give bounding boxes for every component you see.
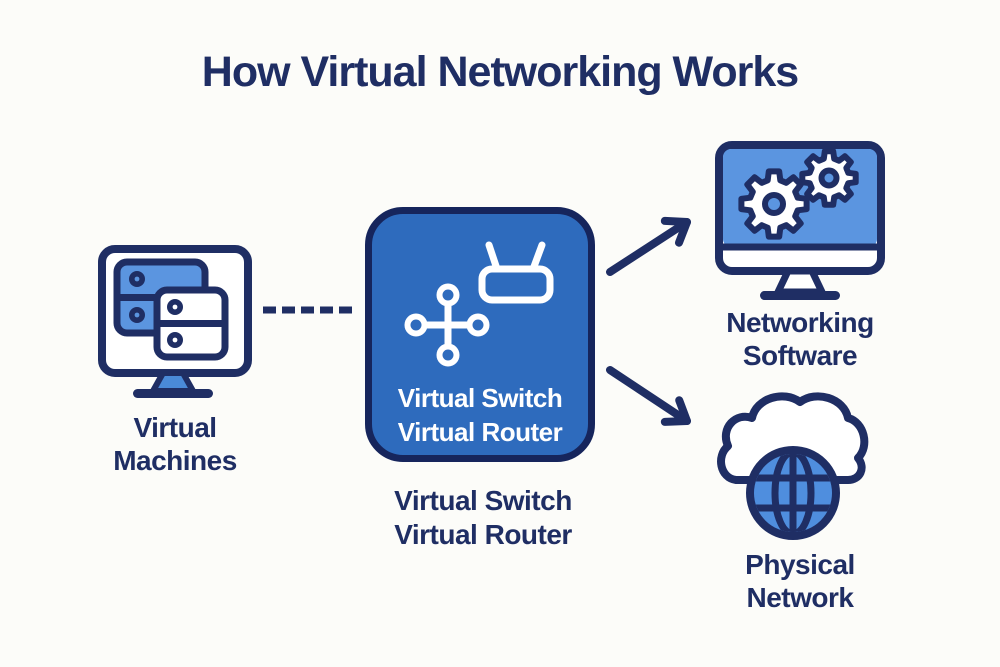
networking-software-label: Networking Software [726,307,874,371]
virtual-switch-icon [404,283,490,367]
server-stack-front-icon [153,286,229,361]
gears-monitor-icon [715,141,885,300]
cloud-icon [717,392,869,484]
gear-icon-small [799,148,859,208]
gear-icon-large [738,168,810,240]
switch-box-label: Virtual Switch Virtual Router [397,383,563,447]
monitor-base [133,389,213,398]
virtual-router-icon [478,241,554,304]
cloud-globe-icon [717,392,869,540]
monitor-stand [774,267,826,296]
page-title: How Virtual Networking Works [201,48,799,96]
virtual-machines-label: Virtual Machines [113,412,237,476]
globe-icon [746,446,840,540]
virtual-switch-router-box [365,207,595,462]
monitor-base [760,291,840,300]
arrow-switch-to-networking-software [606,216,691,276]
physical-network-label: Physical Network [745,549,855,613]
switch-box-caption: Virtual Switch Virtual Router [394,485,572,550]
monitor-stand [150,370,196,394]
arrow-switch-to-physical-network [606,366,691,426]
vm-monitor-icon [98,245,252,398]
